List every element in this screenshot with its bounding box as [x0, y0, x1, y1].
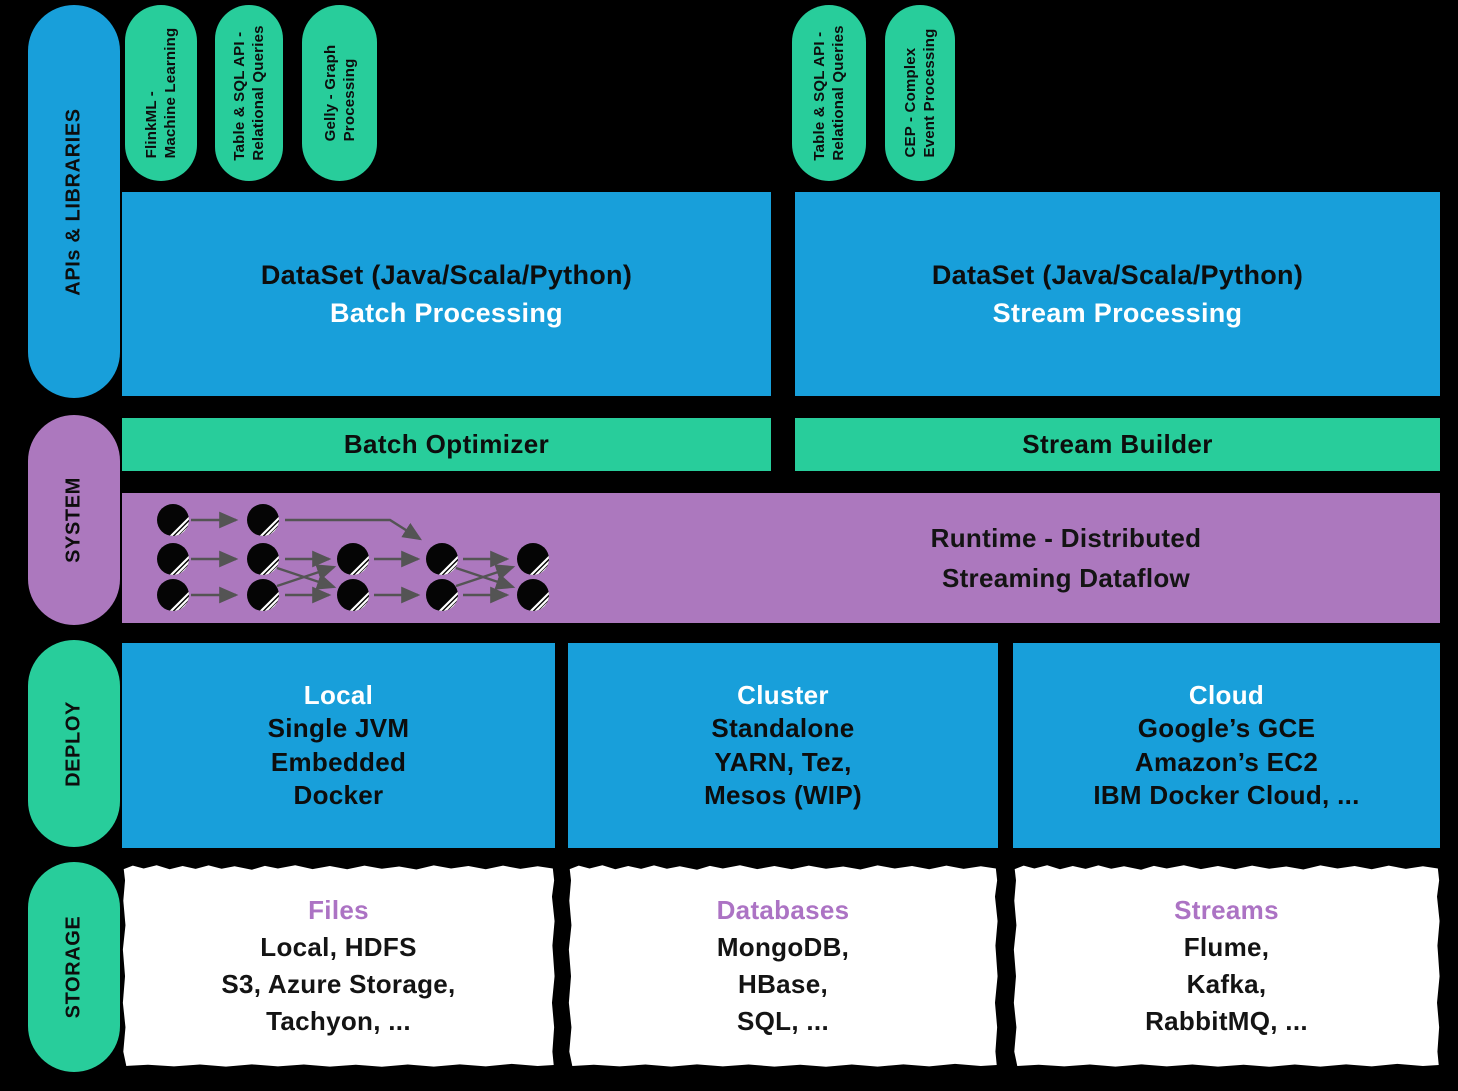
pill-line: Relational Queries: [830, 25, 847, 161]
storage-box-title: Streams: [1174, 895, 1279, 925]
api-pill-cep: CEP - Complex Event Processing: [885, 5, 955, 181]
deploy-box-cloud: Cloud Google’s GCE Amazon’s EC2 IBM Dock…: [1013, 643, 1440, 848]
deploy-box-title: Local: [303, 679, 374, 710]
bar-label: Stream Builder: [1022, 429, 1213, 459]
api-pill-flinkml: FlinkML - Machine Learning: [125, 5, 197, 181]
sidebar-label: DEPLOY: [62, 700, 85, 787]
sidebar-pill-storage: STORAGE: [28, 862, 120, 1072]
pill-line: Machine Learning: [162, 27, 179, 159]
stream-builder-bar: Stream Builder: [795, 418, 1440, 471]
deploy-box-title: Cluster: [737, 679, 829, 710]
deploy-box-cluster: Cluster Standalone YARN, Tez, Mesos (WIP…: [568, 643, 998, 848]
api-pill-table-sql-left: Table & SQL API - Relational Queries: [215, 5, 283, 181]
pill-line: Relational Queries: [250, 25, 267, 161]
pill-line: CEP - Complex: [902, 47, 919, 158]
sidebar-pill-apis-libraries: APIs & LIBRARIES: [28, 5, 120, 398]
api-box-title: DataSet (Java/Scala/Python): [931, 260, 1304, 290]
pill-line: Event Processing: [921, 28, 938, 158]
sidebar-label: APIs & LIBRARIES: [62, 107, 85, 296]
runtime-label: Runtime - Distributed Streaming Dataflow: [930, 523, 1202, 593]
api-pill-gelly: Gelly - Graph Processing: [302, 5, 377, 181]
api-box-subtitle: Batch Processing: [330, 298, 563, 328]
storage-box-databases: Databases MongoDB, HBase, SQL, ...: [568, 865, 998, 1067]
api-box-batch: DataSet (Java/Scala/Python) Batch Proces…: [122, 192, 771, 396]
pill-line: Processing: [340, 58, 358, 142]
storage-box-title: Files: [308, 895, 369, 925]
storage-box-title: Databases: [716, 895, 850, 925]
sidebar-pill-system: SYSTEM: [28, 415, 120, 625]
sidebar-pill-deploy: DEPLOY: [28, 640, 120, 847]
bar-label: Batch Optimizer: [343, 429, 550, 459]
api-box-title: DataSet (Java/Scala/Python): [260, 260, 633, 290]
deploy-box-title: Cloud: [1188, 679, 1265, 710]
pill-line: FlinkML -: [143, 91, 160, 159]
sidebar-label: SYSTEM: [62, 477, 85, 563]
sidebar-label: STORAGE: [62, 915, 85, 1019]
api-box-stream: DataSet (Java/Scala/Python) Stream Proce…: [795, 192, 1440, 396]
api-pill-table-sql-right: Table & SQL API - Relational Queries: [792, 5, 866, 181]
batch-optimizer-bar: Batch Optimizer: [122, 418, 771, 471]
pill-line: Table & SQL API -: [811, 31, 828, 161]
api-box-subtitle: Stream Processing: [992, 298, 1243, 328]
pill-line: Gelly - Graph: [321, 44, 339, 142]
pill-line: Table & SQL API -: [231, 31, 248, 161]
deploy-box-local: Local Single JVM Embedded Docker: [122, 643, 555, 848]
storage-box-files: Files Local, HDFS S3, Azure Storage, Tac…: [122, 865, 555, 1067]
storage-box-streams: Streams Flume, Kafka, RabbitMQ, ...: [1013, 865, 1440, 1067]
